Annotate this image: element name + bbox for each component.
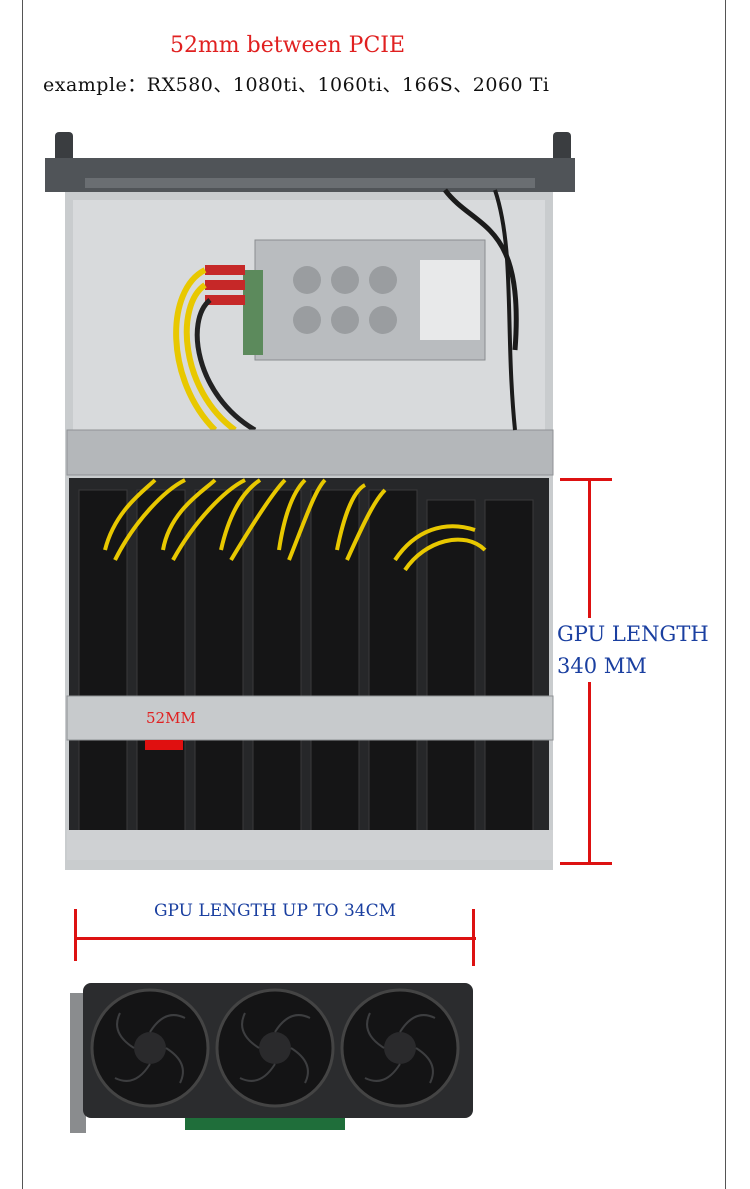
gpu-length-label: GPU LENGTH 340 MM [555,618,711,682]
fan-bar [66,429,554,476]
spacing-marker [145,740,183,750]
triple-fan-gpu-photo [70,983,473,1133]
frame-left-line [22,0,23,1189]
pcie-connector [185,1118,345,1130]
rack-ear-left [55,132,73,162]
dimension-line-horizontal [75,937,476,940]
dimension-cap-left [74,909,77,961]
dimension-cap-bottom [560,862,612,865]
dimension-cap-right [472,909,475,966]
gpu-bracket [70,993,86,1133]
spacing-annotation: 52MM [146,709,196,727]
server-chassis-photo [45,132,575,870]
example-gpus-text: example：RX580、1080ti、1060ti、166S、2060 Ti [43,74,550,96]
rack-ear-right [553,132,571,162]
gpu-support-bar [66,695,554,741]
gpu-length-caption: GPU LENGTH UP TO 34CM [153,901,397,921]
gpu-length-label-line1: GPU LENGTH [557,622,709,646]
gpu-length-label-line2: 340 MM [557,654,647,678]
gpu-cards [78,489,534,841]
page-heading: 52mm between PCIE [169,33,406,58]
dimension-cap-top [560,478,612,481]
frame-right-line [725,0,726,1189]
gpu-fans [90,988,460,1108]
